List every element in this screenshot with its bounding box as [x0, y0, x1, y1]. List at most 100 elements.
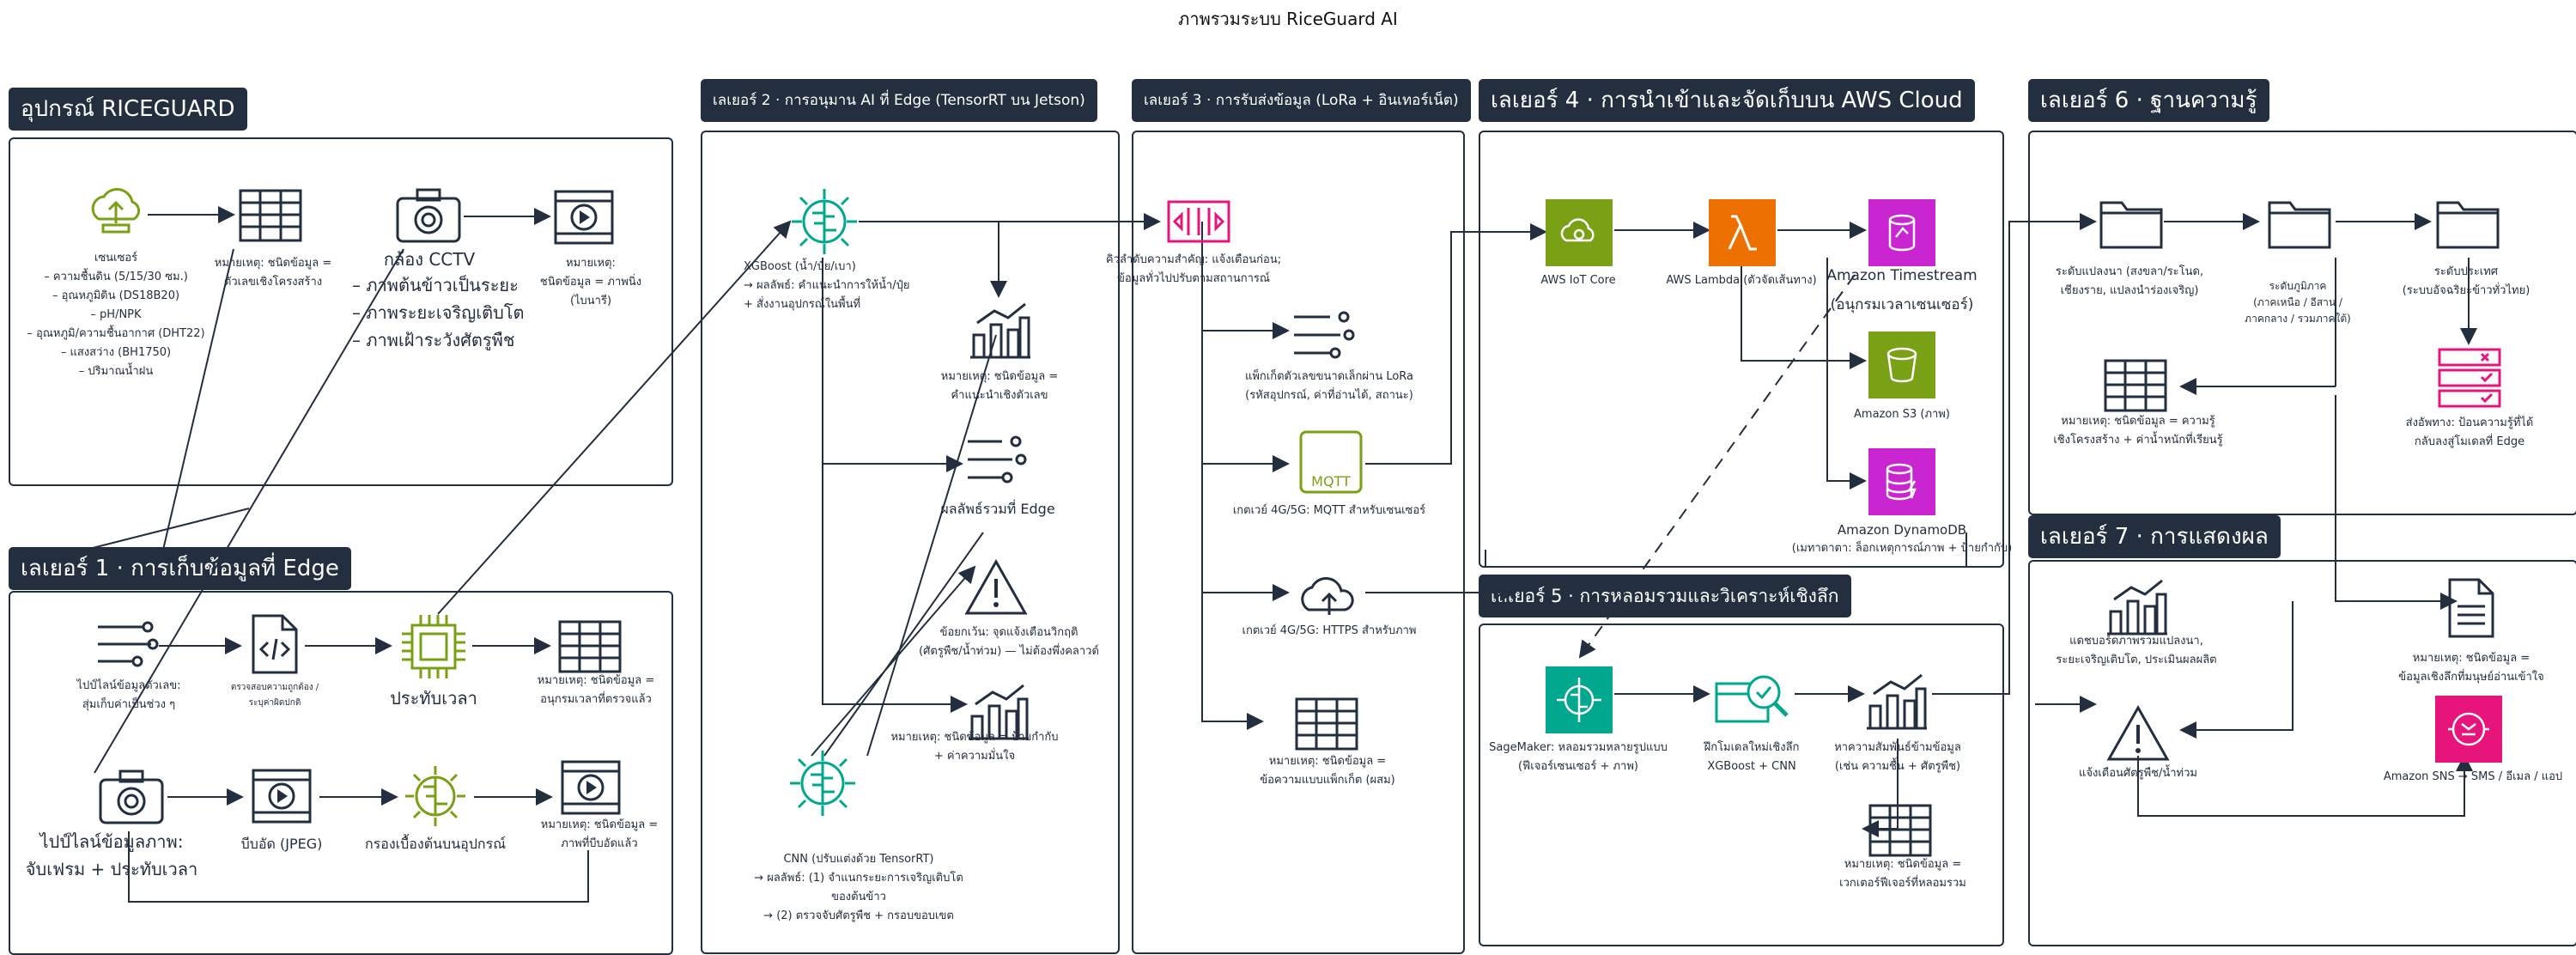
flood-alert-label: แจ้งเตือนศัตรูพืช/น้ำท่วม — [2079, 767, 2197, 780]
image-pipeline-label: ไปป์ไลน์ข้อมูลภาพ:จับเฟรม + ประทับเวลา — [25, 831, 198, 879]
feedback-checklist-icon — [2437, 347, 2502, 412]
cctv-title: กล้อง CCTV — [383, 249, 476, 270]
sensor-list: เซนเซอร์– ความชื้นดิน (5/15/30 ซม.)– อุณ… — [27, 252, 205, 378]
numeric-pipeline-label: ไปป์ไลน์ข้อมูลตัวเลข:สุ่มเก็บค่าเป็นช่วง… — [76, 679, 181, 711]
layer2-header: เลเยอร์ 2 · การอนุมาน AI ที่ Edge (Tenso… — [701, 79, 1097, 122]
cnn-label: CNN (ปรับแต่งด้วย TensorRT)→ ผลลัพธ์: (1… — [754, 853, 963, 922]
alert-label: ข้อยกเว้น: จุดแจ้งเตือนวิกฤติ(ศัตรูพืช/น… — [919, 626, 1099, 658]
image-camera-icon — [98, 766, 165, 830]
cctv-list: – ภาพต้นข้าวเป็นระยะ– ภาพระยะเจริญเติบโต… — [352, 275, 525, 350]
dynamodb-icon — [1868, 448, 1935, 515]
edge-result-label: ผลลัพธ์รวมที่ Edge — [940, 501, 1055, 517]
sensor-note: หมายเหตุ: ชนิดข้อมูล =ตัวเลขเชิงโครงสร้า… — [214, 257, 332, 289]
pipeline-icon — [96, 617, 160, 675]
xgb-brain-icon — [790, 187, 859, 259]
sensor-cloud-icon — [86, 180, 146, 244]
edge-table-to-l1 — [162, 248, 234, 550]
validate-label: ตรวจสอบความถูกต้อง /ระบุค่าผิดปกติ — [230, 683, 319, 708]
layer3-frame — [1132, 131, 1465, 954]
edge-to-report — [2335, 395, 2458, 610]
national-folder-icon — [2435, 196, 2500, 252]
edge-cnn-up — [866, 334, 997, 757]
field-folder-icon — [2099, 196, 2164, 252]
field-level-label: ระดับแปลงนา (สงขลา/ระโนด,เชียงราย, แปลงน… — [2055, 265, 2204, 297]
edge-xgb-down — [822, 258, 968, 713]
timeseries-note: หมายเหตุ: ชนิดข้อมูล =อนุกรมเวลาที่ตรวจแ… — [537, 674, 655, 706]
sagemaker-icon — [1546, 666, 1613, 733]
lora-label: แพ็กเก็ตตัวเลขขนาดเล็กผ่าน LoRa(รหัสอุปก… — [1244, 370, 1414, 402]
dashboard-chart-icon — [2105, 577, 2169, 641]
layer7-header: เลเยอร์ 7 · การแสดงผล — [2028, 515, 2281, 558]
feedback-label: ส่งอัพทาง: ป้อนความรู้ที่ได้กลับลงสู่โมเ… — [2405, 417, 2534, 448]
https-label: เกตเวย์ 4G/5G: HTTPS สำหรับภาพ — [1242, 624, 1417, 637]
kb-table-icon — [2104, 359, 2167, 416]
dynamodb-label: Amazon DynamoDB(เมทาดาตา: ล็อกเหตุการณ์ภ… — [1791, 522, 2013, 555]
filtered-video-icon — [560, 759, 622, 819]
prefilter-label: กรองเบื้องต้นบนอุปกรณ์ — [364, 836, 507, 852]
edge-storage-to-sagemaker — [1578, 274, 1856, 659]
lambda-label: AWS Lambda (ตัวจัดเส้นทาง) — [1666, 274, 1817, 287]
priority-label: คิวลำดับความสำคัญ: แจ้งเตือนก่อน;ข้อมูลท… — [1105, 253, 1282, 285]
fused-note: หมายเหตุ: ชนิดข้อมูล =เวกเตอร์ฟีเจอร์ที่… — [1839, 858, 1966, 890]
cnn-chart-icon — [967, 682, 1030, 745]
compress-video-icon — [251, 768, 313, 828]
reco-chart-icon — [969, 301, 1032, 364]
edge-cnn-to-result — [823, 532, 984, 757]
region-level-label: ระดับภูมิภาค(ภาคเหนือ / อีสาน /ภาคกลาง /… — [2245, 280, 2351, 325]
layer1-header: เลเยอร์ 1 · การเก็บข้อมูลที่ Edge — [9, 547, 351, 590]
edge-priority-down — [1201, 222, 1264, 730]
edge-mqtt-to-iot — [1365, 223, 1547, 465]
correlate-label: หาความสัมพันธ์ข้ามข้อมูล(เช่น ความชื้น +… — [1834, 741, 1961, 773]
retrain-search-icon — [1714, 666, 1791, 739]
region-folder-icon — [2267, 196, 2332, 252]
alert-icon — [963, 558, 1029, 620]
priority-queue-icon — [1166, 199, 1231, 247]
sagemaker-label: SageMaker: หลอมรวมหลายรูปแบบ(ฟีเจอร์เซนเ… — [1489, 741, 1668, 773]
s3-icon — [1868, 332, 1935, 398]
iot-core-label: AWS IoT Core — [1540, 274, 1616, 287]
video-icon — [553, 189, 615, 249]
edge-cctv-to-l1-image — [94, 248, 404, 774]
edge-img-loop — [128, 831, 589, 903]
edge-cnn-to-alert — [811, 565, 976, 757]
timestamp-chip-icon — [400, 613, 467, 684]
edge-result-icon — [966, 429, 1030, 493]
mqtt-icon-text: MQTT — [1311, 473, 1351, 490]
device-header: อุปกรณ์ RICEGUARD — [9, 88, 247, 131]
layer3-header: เลเยอร์ 3 · การรับส่งข้อมูล (LoRa + อินเ… — [1132, 79, 1471, 122]
https-cloud-icon — [1295, 567, 1364, 623]
lambda-icon — [1709, 199, 1776, 266]
prefilter-brain-icon — [402, 763, 469, 833]
kb-note: หมายเหตุ: ชนิดข้อมูล = ความรู้เชิงโครงสร… — [2053, 415, 2223, 447]
xgb-label: XGBoost (น้ำ/ปุ๋ย/เบา)→ ผลลัพธ์: คำแนะนำ… — [744, 260, 910, 311]
packet-note: หมายเหตุ: ชนิดข้อมูล =ข้อความแบบแพ็กเก็ต… — [1260, 755, 1395, 787]
s3-label: Amazon S3 (ภาพ) — [1854, 408, 1950, 421]
camera-icon — [395, 185, 462, 248]
edge-timestamp-to-xgb — [437, 220, 792, 615]
national-level-label: ระดับประเทศ(ระบบอัจฉริยะข้าวทั่วไทย) — [2402, 265, 2530, 297]
timestamp-label: ประทับเวลา — [390, 688, 477, 709]
layer6-header: เลเยอร์ 6 · ฐานความรู้ — [2028, 79, 2269, 122]
compress-label: บีบอัด (JPEG) — [240, 836, 323, 852]
diagram-title: ภาพรวมระบบ RiceGuard AI — [1178, 9, 1398, 29]
cnn-note: หมายเหตุ: ชนิดข้อมูล = ป้ายกำกับ+ ค่าควา… — [890, 731, 1059, 763]
cctv-note: หมายเหตุ:ชนิดข้อมูล = ภาพนิ่ง(ไบนารี) — [539, 257, 642, 307]
image-note: หมายเหตุ: ชนิดข้อมูล =ภาพที่บีบอัดแล้ว — [540, 818, 659, 850]
timestream-icon — [1868, 199, 1935, 266]
edge-cloud-bottom — [1485, 532, 1967, 568]
report-note: หมายเหตุ: ชนิดข้อมูล =ข้อมูลเชิงลึกที่มน… — [2398, 652, 2544, 684]
edge-lambda-to-dynamo — [1826, 258, 1867, 490]
layer5-header: เลเยอร์ 5 · การหลอมรวมและวิเคราะห์เชิงลึ… — [1479, 575, 1851, 617]
cnn-brain-icon — [788, 749, 857, 821]
fused-table-icon — [1868, 804, 1932, 861]
device-frame — [9, 137, 673, 486]
dashboard-label: แดชบอร์ดภาพรวมแปลงนา,ระยะเจริญเติบโต, ปร… — [2056, 635, 2217, 666]
layer6-frame — [2028, 131, 2576, 515]
mqtt-label: เกตเวย์ 4G/5G: MQTT สำหรับเซนเซอร์ — [1232, 504, 1426, 517]
iot-core-icon — [1546, 199, 1613, 266]
lora-icon — [1292, 305, 1358, 368]
sns-label: Amazon SNS → SMS / อีเมล / แอป — [2383, 770, 2563, 783]
